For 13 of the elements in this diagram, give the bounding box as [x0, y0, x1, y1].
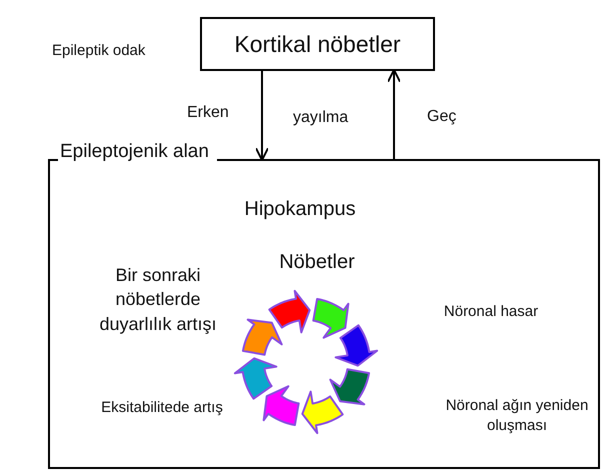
cycle-heading: Nöbetler [278, 250, 356, 275]
arrow [255, 71, 269, 162]
region-heading: Hipokampus [243, 198, 357, 221]
cycle-step-label: Eksitabilitede artış [100, 398, 224, 418]
cycle-step-label: Nöronal ağın yeniden oluşması [444, 396, 590, 436]
spread-label: yayılma [293, 108, 350, 128]
process-box [200, 17, 435, 71]
node-title: Kortikal nöbetler [233, 31, 402, 58]
focus-label: Epileptik odak [52, 42, 146, 59]
cycle-step-label: Nöronal hasar [442, 302, 540, 322]
arrow [387, 68, 401, 159]
edge-label: Geç [427, 108, 456, 126]
cycle-step-label: Bir sonraki nöbetlerde duyarlılık artışı [98, 264, 218, 336]
